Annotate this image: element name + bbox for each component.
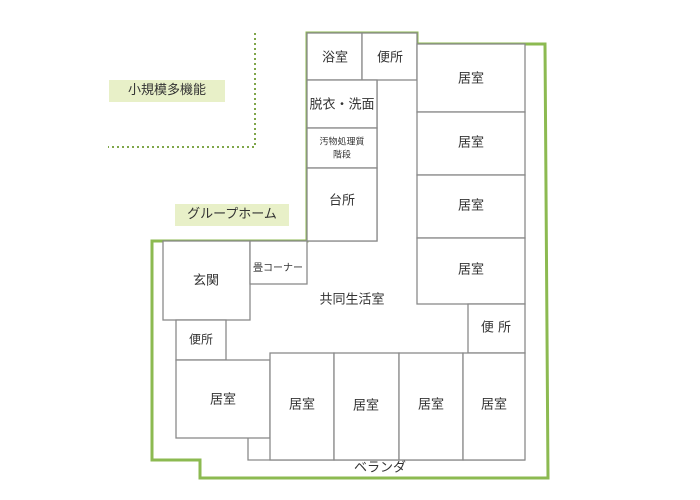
toilet-left-label: 便所	[189, 333, 213, 347]
toilet-top-label: 便所	[377, 51, 403, 66]
soiled-room	[306, 127, 378, 169]
toilet-left-room	[175, 319, 227, 361]
dressing-room	[306, 79, 378, 129]
entrance-label: 玄関	[193, 274, 219, 289]
toilet-right-label: 便 所	[481, 321, 511, 336]
veranda-label: ベランダ	[354, 461, 406, 476]
kitchen-label: 台所	[329, 194, 355, 209]
bedroom-r2-label: 居室	[458, 135, 484, 151]
bedroom-b2-label: 居室	[289, 397, 315, 413]
tatami-label: 畳コーナー	[253, 262, 303, 274]
bedroom-b5-label: 居室	[481, 397, 507, 413]
small-multi-label: 小規模多機能	[109, 80, 225, 102]
bath-label: 浴室	[322, 50, 348, 66]
dressing-label: 脱衣・洗面	[309, 97, 374, 113]
bedroom-r3	[416, 174, 526, 239]
bedroom-b4-label: 居室	[418, 397, 444, 413]
entrance-room	[162, 240, 251, 321]
bedroom-r1	[416, 43, 526, 113]
common-label: 共同生活室	[319, 292, 384, 308]
tatami-room	[249, 240, 308, 285]
soiled-label-2: 階段	[333, 149, 351, 161]
toilet-right-room	[467, 303, 526, 354]
bedroom-r1-label: 居室	[458, 71, 484, 87]
bedroom-r4	[416, 237, 526, 305]
bedroom-b5	[462, 352, 526, 461]
bedroom-r2	[416, 111, 526, 176]
group-home-label: グループホーム	[175, 204, 289, 226]
small-multi-boundary	[108, 33, 256, 148]
soiled-label-1: 汚物処理質	[319, 136, 364, 148]
bedroom-b1-label: 居室	[210, 392, 236, 408]
bedroom-b3	[333, 352, 400, 461]
bedroom-b3-label: 居室	[353, 398, 379, 414]
bedroom-b4	[398, 352, 464, 461]
kitchen-room	[306, 167, 378, 242]
bedroom-r4-label: 居室	[458, 262, 484, 278]
bedroom-b2	[269, 352, 335, 461]
bedroom-b1	[175, 359, 271, 439]
bedroom-r3-label: 居室	[458, 198, 484, 214]
